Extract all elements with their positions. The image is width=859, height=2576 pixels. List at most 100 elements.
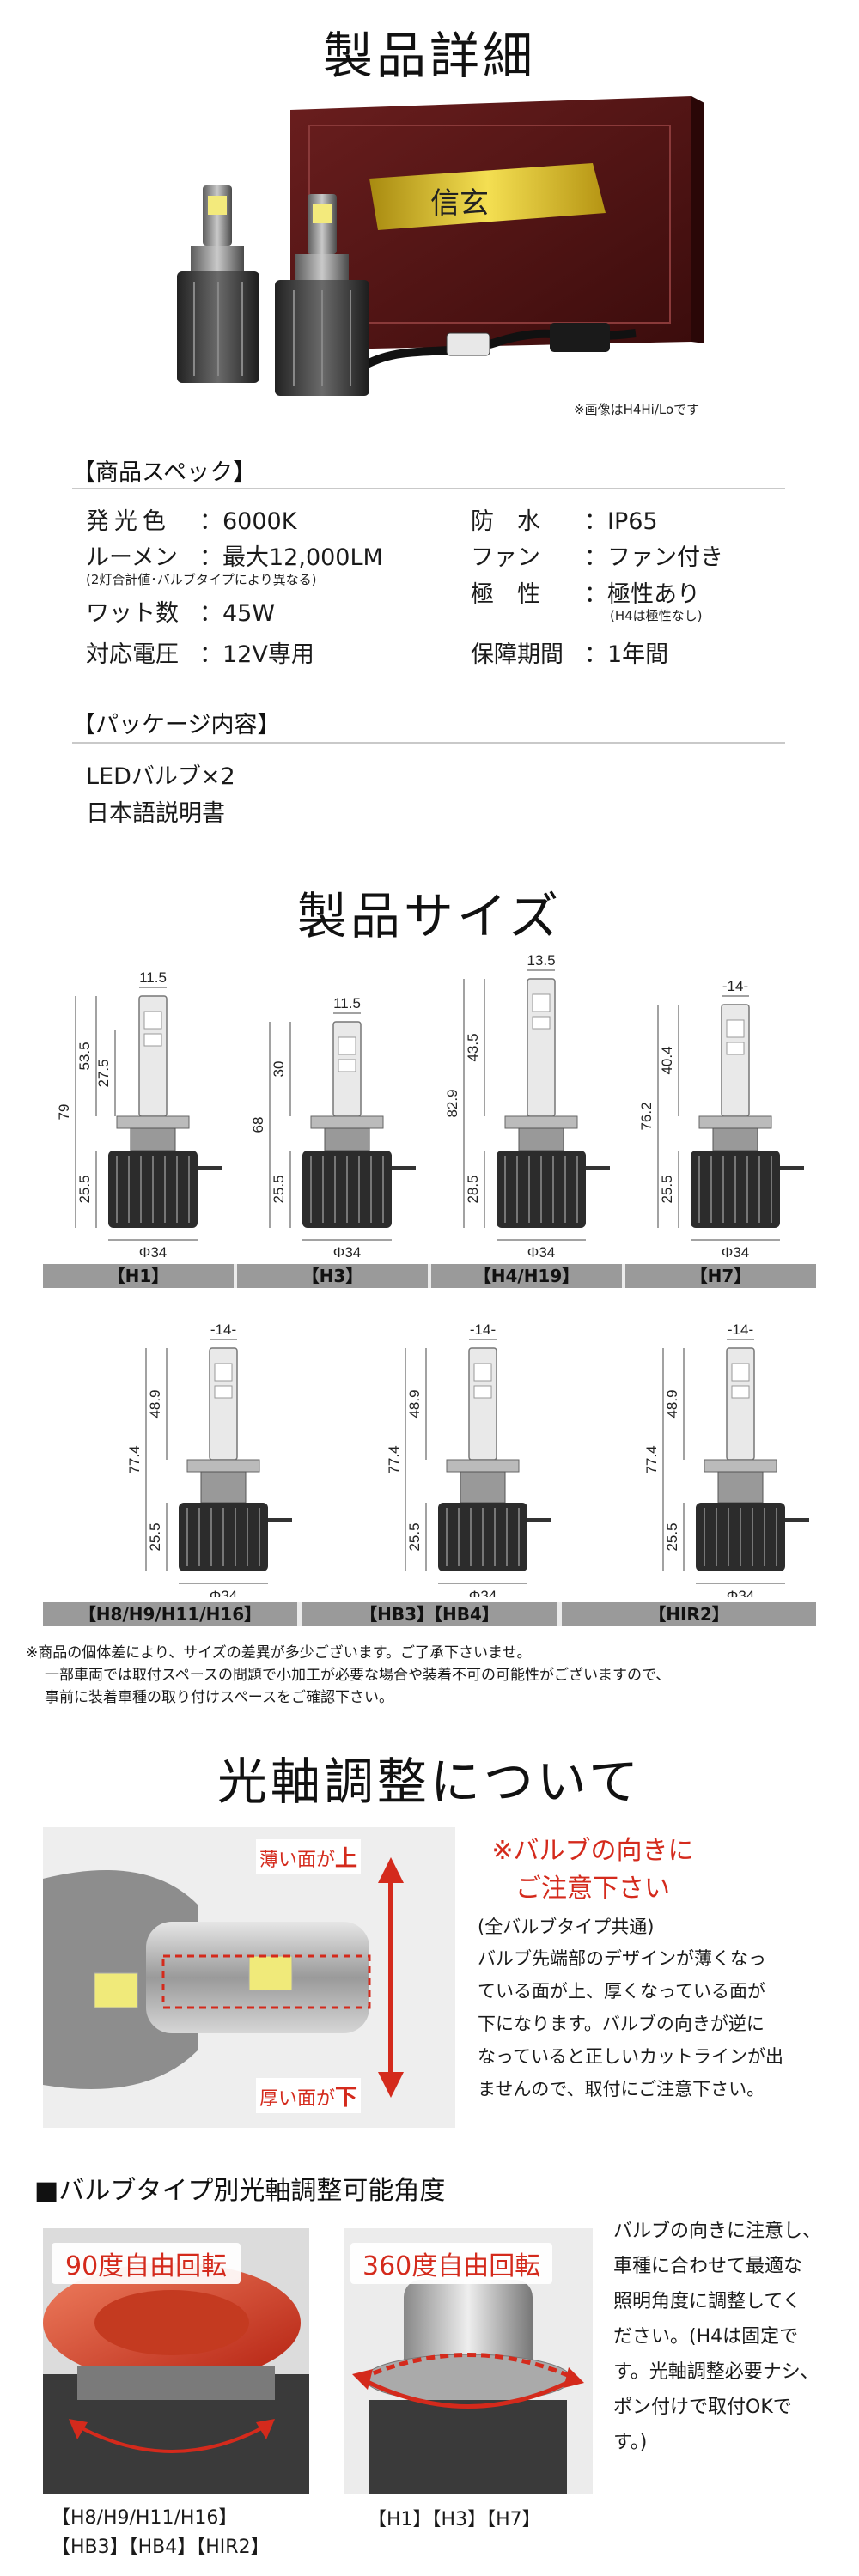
bulb-neck [712, 1127, 758, 1151]
axis-thin-label: 薄い面が上 [256, 1839, 362, 1874]
bulb-diagram: -14- Φ34 48.9 25.5 77.4 [386, 1321, 551, 1604]
dim-upper-label: 30 [271, 1061, 287, 1078]
size-note: ※商品の個体差により、サイズの差異が多少ございます。ご了承下さいませ。 一部車両… [26, 1644, 671, 1706]
axis-orientation-image [43, 1827, 455, 2128]
led-chip [473, 1363, 492, 1382]
box-brand-text: 信玄 [430, 187, 489, 220]
dim-top-label: -14- [728, 1321, 753, 1338]
size-caption-hir2: 【HIR2】 [562, 1602, 816, 1626]
size-caption-h8: 【H8/H9/H11/H16】 [43, 1602, 297, 1626]
dim-diameter-label: Φ34 [527, 1244, 555, 1261]
led-chip [143, 1033, 162, 1047]
bulb-flange [186, 1459, 260, 1473]
dim-top-label: -14- [722, 978, 748, 994]
bulb-flange [704, 1459, 777, 1473]
axis-thick-label: 厚い面が下 [256, 2078, 362, 2113]
section-title-size: 製品サイズ [296, 887, 563, 945]
spec-lumen-note: (2灯合計値･バルブタイプにより異なる) [86, 572, 317, 587]
spec-row-color: 発光色：6000K [86, 508, 297, 535]
dim-base-label: 25.5 [147, 1522, 163, 1551]
led-chip [473, 1385, 492, 1399]
led-chip [731, 1363, 750, 1382]
hero-image-note: ※画像はH4Hi/Loです [574, 402, 700, 417]
led-chip [726, 1019, 745, 1038]
bulb-flange [698, 1115, 772, 1129]
dim-top-label: -14- [470, 1321, 496, 1338]
size-caption-h3: 【H3】 [237, 1264, 428, 1288]
dim-diameter-label: Φ34 [722, 1244, 749, 1261]
bulb-flange [504, 1115, 578, 1129]
axis-body-text: バルブ先端部のデザインが薄くなっ ている面が上、厚くなっている面が 下になります… [478, 1948, 783, 2099]
package-divider [72, 742, 785, 744]
bulb-neck [130, 1127, 176, 1151]
angle-caption-right: 【H1】【H3】【H7】 [368, 2509, 541, 2530]
package-item: 日本語説明書 [86, 800, 225, 827]
package-header: 【パッケージ内容】 [72, 712, 281, 738]
bulb-flange [446, 1459, 520, 1473]
size-caption-h4: 【H4/H19】 [431, 1264, 622, 1288]
spec-row-lumen: ルーメン：最大12,000LM [86, 544, 383, 571]
dim-upper-label: 53.5 [76, 1042, 93, 1070]
led-chip [214, 1385, 233, 1399]
size-caption-h1: 【H1】 [43, 1264, 234, 1288]
dim-top-label: -14- [210, 1321, 236, 1338]
led-chip [726, 1042, 745, 1055]
dim-upper-label: 48.9 [664, 1389, 680, 1418]
dim-total-label: 77.4 [386, 1445, 402, 1473]
dim-base-label: 28.5 [465, 1175, 481, 1203]
led-chip [532, 993, 551, 1012]
size-caption-h7: 【H7】 [625, 1264, 816, 1288]
dim-total-label: 77.4 [126, 1445, 143, 1473]
spec-row-waterproof: 防 水：IP65 [471, 508, 658, 535]
product-hero-image: 信玄 [0, 84, 859, 410]
led-chip [143, 1011, 162, 1030]
dim-total-label: 76.2 [638, 1102, 655, 1130]
angle-badge-360: 360度自由回転 [350, 2243, 553, 2284]
axis-common-note: (全バルブタイプ共通) [478, 1917, 655, 1937]
dim-top-label: 13.5 [527, 952, 555, 969]
section-title-axis: 光軸調整について [216, 1753, 643, 1811]
angle-badge-90: 90度自由回転 [52, 2243, 241, 2284]
dim-upper-label: 48.9 [406, 1389, 423, 1418]
axis-warning-title: ※バルブの向きに ご注意下さい [491, 1836, 694, 1904]
bulb-flange [116, 1115, 190, 1129]
spec-divider [72, 488, 785, 489]
spec-row-fan: ファン：ファン付き [471, 544, 723, 571]
bulb-neck [460, 1471, 506, 1504]
dim-inner-label: 27.5 [95, 1059, 112, 1087]
dim-total-label: 68 [250, 1117, 266, 1133]
led-chip [214, 1363, 233, 1382]
led-chip [338, 1036, 356, 1055]
spec-row-polarity: 極 性：極性あり [471, 581, 700, 608]
spec-header: 【商品スペック】 [72, 459, 257, 486]
dim-diameter-label: Φ34 [333, 1244, 361, 1261]
dim-diameter-label: Φ34 [727, 1588, 754, 1597]
dim-base-label: 25.5 [406, 1522, 423, 1551]
dim-upper-label: 43.5 [465, 1033, 481, 1061]
bulb-neck [717, 1471, 764, 1504]
bulb-neck [200, 1471, 247, 1504]
spec-polarity-note: (H4は極性なし) [610, 608, 703, 623]
angle-body-text: バルブの向きに注意し、 車種に合わせて最適な 照明角度に調整してく ださい。(H… [613, 2221, 822, 2453]
spec-row-voltage: 対応電圧：12V専用 [86, 641, 314, 668]
bulb-flange [310, 1115, 384, 1129]
dim-total-label: 82.9 [444, 1089, 460, 1117]
spec-row-watt: ワット数：45W [86, 600, 276, 627]
led-chip [532, 1016, 551, 1030]
dim-diameter-label: Φ34 [139, 1244, 167, 1261]
dim-diameter-label: Φ34 [469, 1588, 497, 1597]
dim-top-label: 11.5 [139, 969, 167, 986]
dim-base-label: 25.5 [76, 1175, 93, 1203]
dim-total-label: 77.4 [643, 1445, 660, 1473]
package-item: LEDバルブ×2 [86, 763, 235, 790]
angle-caption-left: 【H8/H9/H11/H16】 【HB3】【HB4】【HIR2】 [52, 2507, 270, 2558]
led-chip [338, 1059, 356, 1072]
